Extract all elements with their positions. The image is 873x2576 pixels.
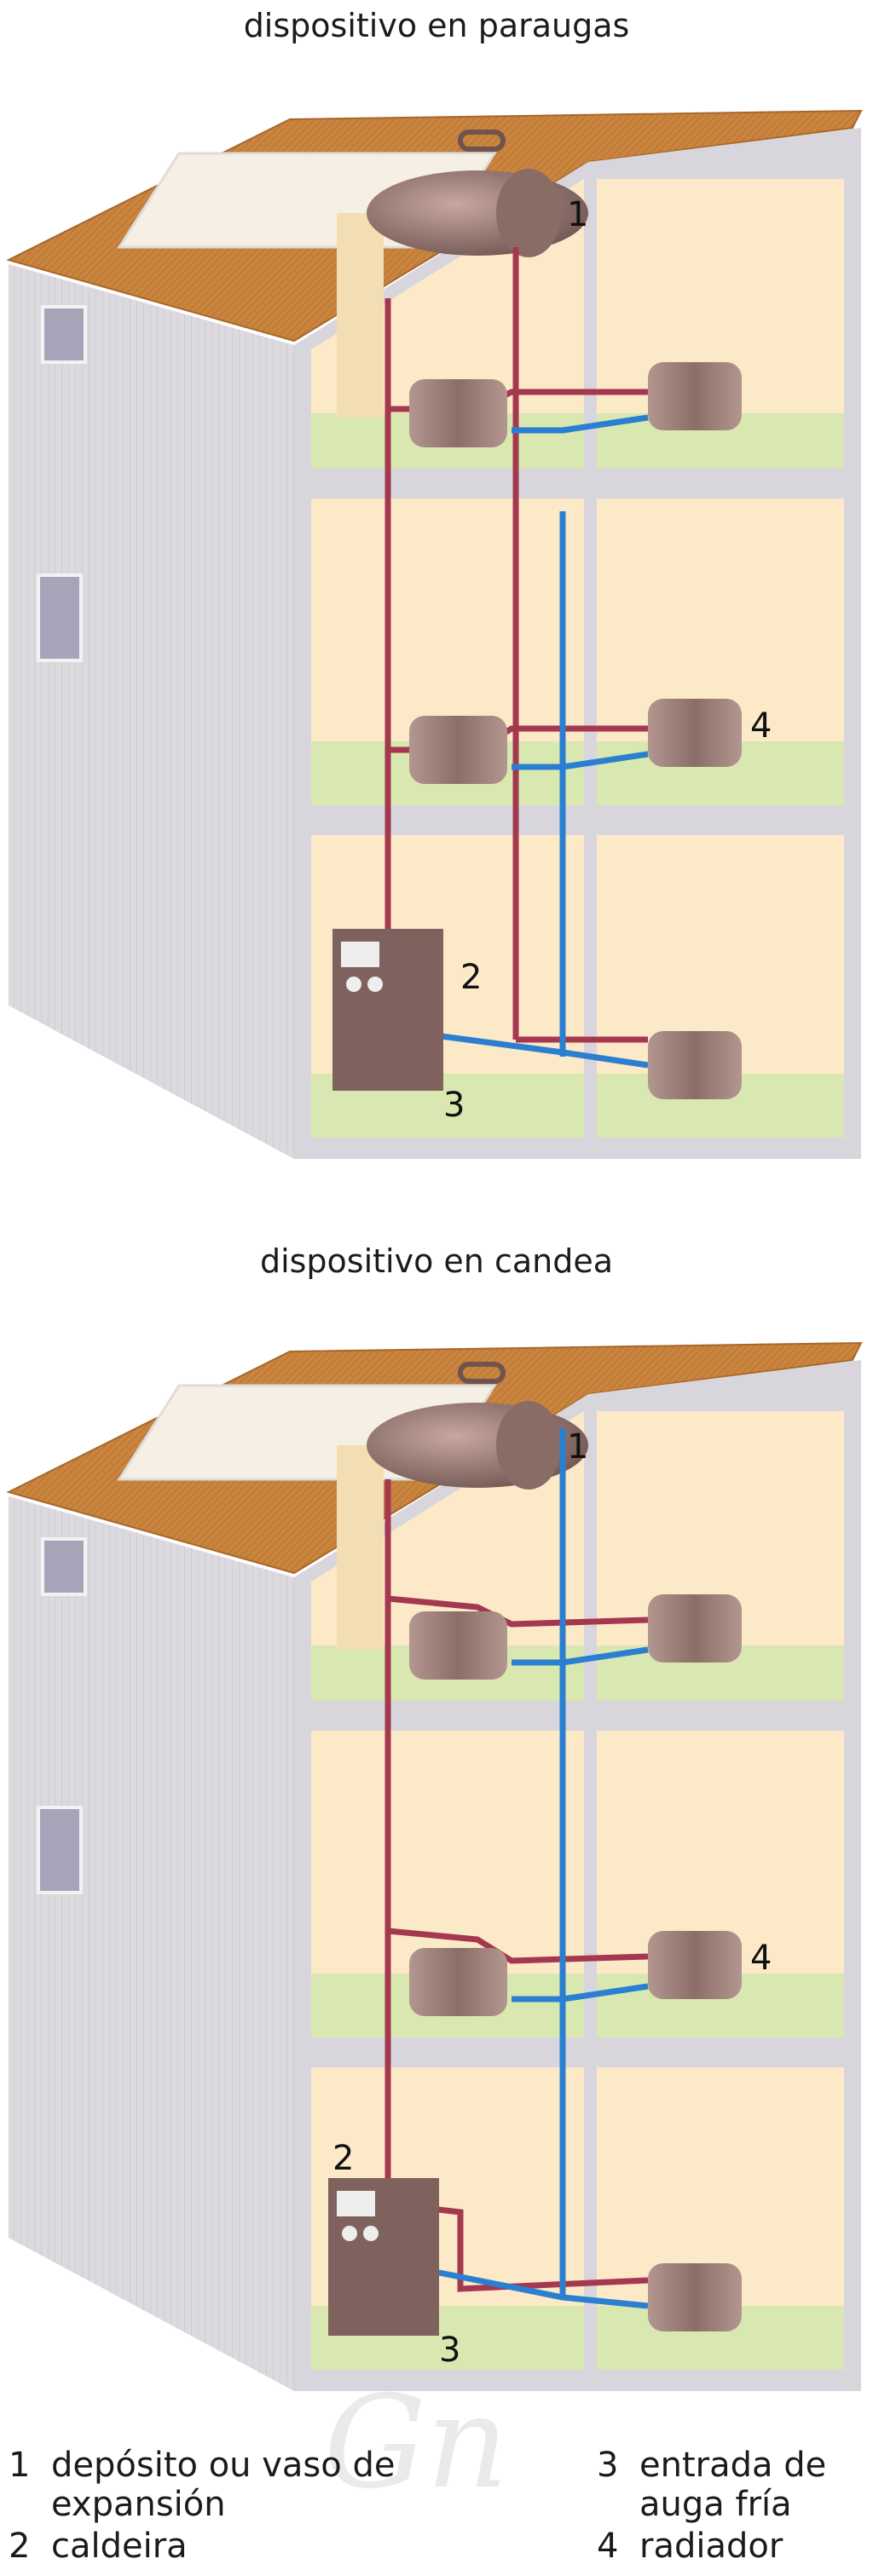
legend-text: caldeira: [51, 2527, 188, 2566]
radiator: [409, 1948, 507, 2016]
legend-text: depósito ou vaso de expansión: [51, 2446, 396, 2524]
legend-number: 1: [9, 2446, 31, 2485]
radiator: [648, 2263, 742, 2331]
boiler: [332, 929, 443, 1091]
house-diagram-umbrella: 1 2 3 4: [6, 109, 863, 1159]
legend-item-2: 2 caldeira: [9, 2527, 188, 2566]
callout-boiler: 2: [332, 2139, 354, 2178]
radiator: [648, 699, 742, 767]
callout-tank: 1: [567, 1427, 588, 1467]
doorway: [337, 1445, 384, 1650]
window: [41, 1537, 87, 1596]
cold-water-pipes: [434, 1428, 649, 2309]
boiler: [328, 2178, 439, 2336]
radiator: [648, 1594, 742, 1663]
radiator: [409, 716, 507, 784]
radiator: [409, 1611, 507, 1680]
callout-radiator: 4: [750, 706, 772, 746]
diagram-title-candle: dispositivo en candea: [259, 1242, 614, 1280]
cold-water-pipes: [434, 414, 649, 1069]
radiator: [648, 1031, 742, 1099]
callout-tank: 1: [567, 195, 588, 234]
radiator: [648, 362, 742, 430]
watermark-logo: Gn: [324, 2369, 509, 2517]
house-diagram-candle: 1 2 3 4: [6, 1341, 863, 2391]
window: [41, 305, 87, 364]
legend-item-3: 3 entrada de auga fría: [597, 2446, 870, 2524]
window: [37, 1806, 83, 1894]
legend-item-1: 1 depósito ou vaso de expansión: [9, 2446, 452, 2524]
radiator: [648, 1931, 742, 1999]
window: [37, 573, 83, 662]
legend-text: entrada de auga fría: [639, 2446, 827, 2524]
doorway: [337, 213, 384, 418]
side-wall: [9, 1496, 294, 2391]
legend-text: radiador: [639, 2527, 783, 2566]
side-wall: [9, 264, 294, 1159]
tank-flue: [458, 130, 506, 152]
radiator: [409, 379, 507, 447]
callout-radiator: 4: [750, 1939, 772, 1978]
legend-item-4: 4 radiador: [597, 2527, 783, 2566]
callout-cold-inlet: 3: [443, 1086, 465, 1125]
callout-cold-inlet: 3: [439, 2331, 460, 2370]
legend-number: 3: [597, 2446, 619, 2485]
legend-number: 4: [597, 2527, 619, 2566]
callout-boiler: 2: [460, 958, 482, 997]
diagram-title-umbrella: dispositivo en paraugas: [243, 7, 630, 44]
legend-number: 2: [9, 2527, 31, 2566]
tank-flue: [458, 1362, 506, 1384]
